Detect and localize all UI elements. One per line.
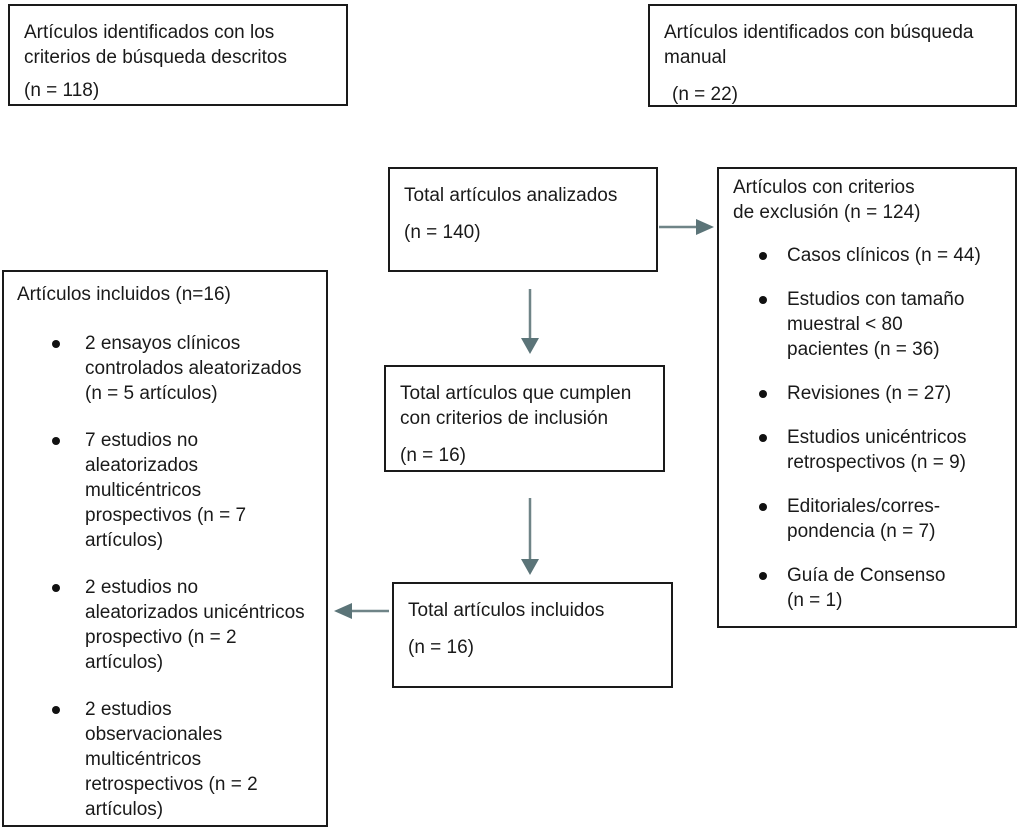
bullet-dot-icon: [759, 503, 767, 511]
bullet-dot-icon: [759, 252, 767, 260]
bullet-dot-icon: [759, 572, 767, 580]
box-total-analyzed: Total artículos analizados (n = 140): [388, 167, 658, 272]
box-inclusion-criteria-count: (n = 16): [400, 445, 467, 466]
list-item-text: Revisiones (n = 27): [787, 383, 952, 404]
arrow-left-icon: [334, 603, 389, 619]
list-item: Estudios con tamaño muestral < 80 pacien…: [719, 287, 1011, 362]
bullet-dot-icon: [52, 437, 60, 445]
list-item: 2 estudios observacionales multicéntrico…: [4, 697, 322, 822]
list-item-text: 2 ensayos clínicos controlados aleatoriz…: [85, 333, 302, 404]
arrow-down-icon: [521, 498, 539, 575]
list-item-text: Estudios unicéntricos retrospectivos (n …: [787, 427, 967, 473]
box-identified-manual: Artículos identificados con búsqueda man…: [648, 4, 1017, 107]
box-inclusion-criteria: Total artículos que cumplen con criterio…: [384, 365, 665, 472]
bullet-dot-icon: [52, 340, 60, 348]
box-identified-manual-title: Artículos identificados con búsqueda man…: [664, 22, 974, 68]
arrow-head: [334, 603, 352, 619]
bullet-dot-icon: [759, 296, 767, 304]
arrow-head: [696, 219, 714, 235]
bullet-dot-icon: [759, 434, 767, 442]
list-item: 2 estudios no aleatorizados unicéntricos…: [4, 575, 322, 675]
list-item: 7 estudios no aleatorizados multicéntric…: [4, 428, 322, 553]
bullet-dot-icon: [759, 390, 767, 398]
list-item: Editoriales/corres- pondencia (n = 7): [719, 494, 1011, 544]
box-included-total: Total artículos incluidos (n = 16): [392, 582, 673, 688]
box-included-detail: Artículos incluidos (n=16) 2 ensayos clí…: [2, 270, 328, 827]
bullet-dot-icon: [52, 706, 60, 714]
list-item-text: Editoriales/corres- pondencia (n = 7): [787, 496, 941, 542]
box-total-analyzed-count: (n = 140): [404, 222, 481, 243]
list-item: 2 ensayos clínicos controlados aleatoriz…: [4, 331, 322, 406]
bullet-dot-icon: [52, 584, 60, 592]
list-item-text: 7 estudios no aleatorizados multicéntric…: [85, 430, 247, 551]
arrow-head: [521, 559, 539, 575]
box-included-total-title: Total artículos incluidos: [408, 600, 605, 621]
list-item: Guía de Consenso (n = 1): [719, 563, 1011, 613]
box-identified-search-title: Artículos identificados con los criterio…: [24, 22, 287, 68]
box-exclusion-criteria: Artículos con criterios de exclusión (n …: [717, 167, 1017, 628]
list-item: Revisiones (n = 27): [719, 381, 1011, 406]
box-total-analyzed-title: Total artículos analizados: [404, 185, 618, 206]
box-inclusion-criteria-title: Total artículos que cumplen con criterio…: [400, 383, 632, 429]
list-item-text: Casos clínicos (n = 44): [787, 245, 981, 266]
box-included-total-count: (n = 16): [408, 637, 475, 658]
list-item: Estudios unicéntricos retrospectivos (n …: [719, 425, 1011, 475]
box-identified-search: Artículos identificados con los criterio…: [8, 4, 348, 106]
box-exclusion-title: Artículos con criterios de exclusión (n …: [733, 177, 921, 223]
box-identified-search-count: (n = 118): [24, 80, 100, 101]
box-included-detail-title: Artículos incluidos (n=16): [17, 284, 231, 305]
list-item-text: Estudios con tamaño muestral < 80 pacien…: [787, 289, 965, 360]
list-item-text: 2 estudios no aleatorizados unicéntricos…: [85, 577, 305, 673]
list-item: Casos clínicos (n = 44): [719, 243, 1011, 268]
box-identified-manual-count: (n = 22): [672, 84, 739, 105]
arrow-down-icon: [521, 289, 539, 354]
list-item-text: 2 estudios observacionales multicéntrico…: [85, 699, 258, 820]
list-item-text: Guía de Consenso (n = 1): [787, 565, 946, 611]
arrow-right-icon: [659, 219, 714, 235]
arrow-head: [521, 338, 539, 354]
